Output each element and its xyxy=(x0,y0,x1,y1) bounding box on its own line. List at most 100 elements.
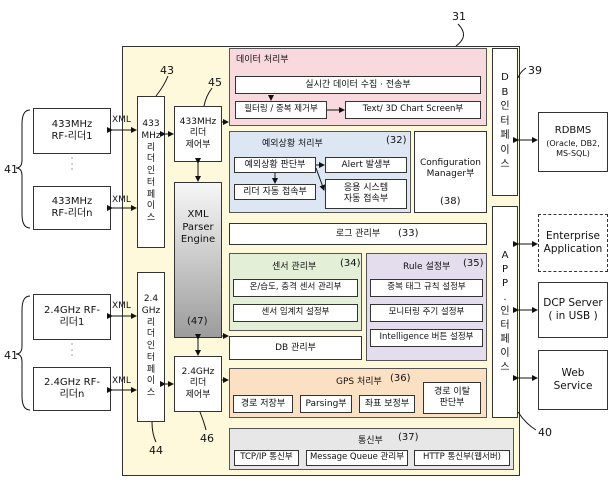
ref-36: (36) xyxy=(390,373,411,384)
enterprise-application-label: Enterprise Application xyxy=(543,229,603,255)
intelligence-button-label: Intelligence 버튼 설정부 xyxy=(379,332,474,343)
xml-parser-engine-label: XML Parser Engine xyxy=(180,209,216,245)
reader-24ghz-1-label: 2.4GHz RF- 리더1 xyxy=(44,304,100,329)
xml-label-3: XML xyxy=(112,301,131,311)
exception-judge-box: 예외상황 판단부 xyxy=(234,157,316,173)
comm-title: 통신부 xyxy=(358,436,383,446)
reader-433mhz-n: 433MHz RF-리더n xyxy=(33,186,111,230)
http-comm-box: HTTP 통신부(웹서버) xyxy=(414,450,510,466)
reader-24ghz-n: 2.4GHz RF- 리더n xyxy=(33,367,111,411)
reader-interface-24ghz-label: 2.4 GHz 리 더 인 터 페 이 스 xyxy=(141,294,161,398)
reader-433mhz-n-label: 433MHz RF-리더n xyxy=(51,195,93,220)
ref-38: (38) xyxy=(440,196,461,207)
reader-433mhz-1-label: 433MHz RF-리더1 xyxy=(51,118,93,143)
ref-39: 39 xyxy=(528,64,542,77)
db-management-label: DB 관리부 xyxy=(275,342,316,353)
rdbms-sub-label: (Oracle, DB2, MS-SQL) xyxy=(546,138,600,158)
db-management-box: DB 관리부 xyxy=(229,336,362,360)
xml-label-2: XML xyxy=(112,195,131,205)
reader-controller-433mhz: 433MHz 리더 제어부 xyxy=(174,106,222,162)
tcp-ip-box: TCP/IP 통신부 xyxy=(234,450,299,466)
alert-box: Alert 발생부 xyxy=(325,157,407,173)
parsing-box: Parsing부 xyxy=(300,395,352,413)
exception-judge-label: 예외상황 판단부 xyxy=(244,159,306,170)
message-queue-box: Message Queue 관리부 xyxy=(306,450,408,466)
reader-24ghz-n-label: 2.4GHz RF- 리더n xyxy=(44,376,100,401)
enterprise-application-box: Enterprise Application xyxy=(538,214,608,272)
reader-433mhz-dots: · · · xyxy=(70,154,74,175)
log-management-box: 로그 관리부 xyxy=(229,223,487,245)
temp-sensor-box: 온/습도, 충격 센서 관리부 xyxy=(233,279,358,297)
app-auto-connect-label: 응용 시스템 자동 접속부 xyxy=(343,182,389,204)
reader-controller-433mhz-label: 433MHz 리더 제어부 xyxy=(179,117,217,150)
ref-35: (35) xyxy=(463,258,484,269)
message-queue-label: Message Queue 관리부 xyxy=(309,452,405,463)
reader-interface-433mhz: 433 MHz 리 더 인 터 페 이 스 xyxy=(137,96,165,248)
reader-interface-433mhz-label: 433 MHz 리 더 인 터 페 이 스 xyxy=(141,119,161,223)
chart-screen-box: Text/ 3D Chart Screen부 xyxy=(345,101,481,119)
ref-43: 43 xyxy=(160,64,174,77)
tcp-ip-label: TCP/IP 통신부 xyxy=(240,452,293,463)
ref-33: (33) xyxy=(398,228,419,239)
db-interface-label: D B 인 터 페 이 스 xyxy=(500,72,510,171)
configuration-manager-label: Configuration Manager부 xyxy=(419,158,482,180)
ref-41-top: 41 xyxy=(4,163,18,176)
app-interface-label: A P P . 인 터 페 이 스 xyxy=(500,250,510,373)
ref-41-bottom: 41 xyxy=(4,349,18,362)
chart-screen-label: Text/ 3D Chart Screen부 xyxy=(362,104,464,115)
reader-433mhz-1: 433MHz RF-리더1 xyxy=(33,108,111,154)
ref-37: (37) xyxy=(398,432,419,443)
db-interface: D B 인 터 페 이 스 xyxy=(492,48,518,196)
reader-interface-24ghz: 2.4 GHz 리 더 인 터 페 이 스 xyxy=(137,272,165,422)
web-service-label: Web Service xyxy=(553,366,593,392)
filter-dedup-label: 필터링 / 중복 제거부 xyxy=(244,104,318,115)
dup-tag-rule-label: 중복 태그 규칙 설정부 xyxy=(387,282,466,293)
dcp-server-label: DCP Server ( in USB ) xyxy=(543,296,603,322)
dup-tag-rule-box: 중복 태그 규칙 설정부 xyxy=(370,279,483,297)
sensor-threshold-label: 센서 임계치 설정부 xyxy=(261,307,330,318)
reader-24ghz-1: 2.4GHz RF- 리더1 xyxy=(33,294,111,340)
ref-47: (47) xyxy=(187,316,208,327)
http-comm-label: HTTP 통신부(웹서버) xyxy=(422,452,501,463)
temp-sensor-label: 온/습도, 충격 센서 관리부 xyxy=(249,282,342,293)
reader-auto-connect-label: 리더 자동 접속부 xyxy=(243,186,307,197)
data-processing-title: 데이터 처리부 xyxy=(236,55,289,65)
monitor-cycle-label: 모니터링 주기 설정부 xyxy=(388,307,465,318)
app-interface: A P P . 인 터 페 이 스 xyxy=(492,206,518,418)
reader-controller-24ghz: 2.4GHz 리더 제어부 xyxy=(174,356,222,412)
reader-controller-24ghz-label: 2.4GHz 리더 제어부 xyxy=(181,367,215,400)
xml-label-4: XML xyxy=(112,376,131,386)
web-service-box: Web Service xyxy=(538,350,608,410)
reader-auto-connect-box: 리더 자동 접속부 xyxy=(234,184,316,200)
log-management-label: 로그 관리부 xyxy=(335,228,381,239)
rule-title: Rule 설정부 xyxy=(403,262,451,272)
parsing-label: Parsing부 xyxy=(305,398,347,409)
route-deviation-box: 경로 이탈 판단부 xyxy=(423,382,481,414)
reader-24ghz-dots: · · · xyxy=(70,340,74,361)
ref-32: (32) xyxy=(386,135,407,146)
ref-40: 40 xyxy=(538,426,552,439)
intelligence-button-box: Intelligence 버튼 설정부 xyxy=(370,329,483,347)
route-deviation-label: 경로 이탈 판단부 xyxy=(434,386,470,408)
ref-44: 44 xyxy=(149,444,163,457)
coord-correct-box: 좌표 보정부 xyxy=(359,395,415,413)
filter-dedup-box: 필터링 / 중복 제거부 xyxy=(235,101,327,119)
ref-46: 46 xyxy=(200,432,214,445)
xml-parser-engine: XML Parser Engine xyxy=(174,182,222,338)
alert-label: Alert 발생부 xyxy=(341,159,391,170)
configuration-manager-box: Configuration Manager부 xyxy=(414,131,487,213)
gps-title: GPS 처리부 xyxy=(336,377,382,387)
sensor-threshold-box: 센서 임계치 설정부 xyxy=(233,304,358,322)
sensor-title: 센서 관리부 xyxy=(272,262,317,272)
realtime-collection-box: 실시간 데이터 수집 · 전송부 xyxy=(235,76,481,94)
route-store-label: 경로 저장부 xyxy=(240,398,286,409)
rdbms-box: RDBMS (Oracle, DB2, MS-SQL) xyxy=(538,112,608,172)
ref-45: 45 xyxy=(208,76,222,89)
route-store-box: 경로 저장부 xyxy=(233,395,293,413)
ref-31: 31 xyxy=(452,10,466,23)
coord-correct-label: 좌표 보정부 xyxy=(364,398,410,409)
realtime-collection-label: 실시간 데이터 수집 · 전송부 xyxy=(305,79,411,90)
dcp-server-box: DCP Server ( in USB ) xyxy=(538,282,608,338)
ref-34: (34) xyxy=(340,258,361,269)
app-auto-connect-box: 응용 시스템 자동 접속부 xyxy=(325,179,407,209)
